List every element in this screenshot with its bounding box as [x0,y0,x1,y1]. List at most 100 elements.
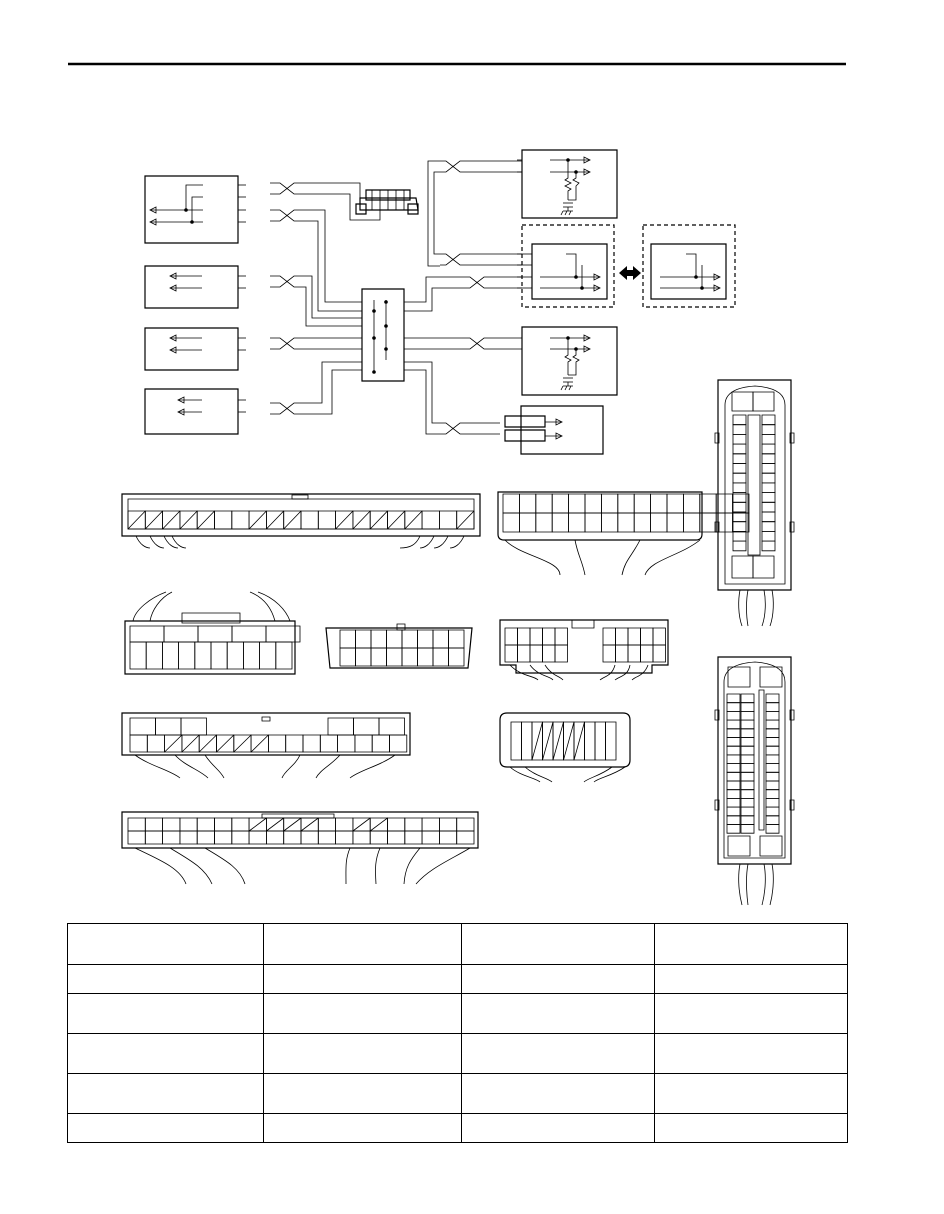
wire-lead [594,767,625,782]
connector-c2-pin [552,513,568,532]
connector-c7-pin [511,722,522,760]
pin-diagonal [249,511,266,529]
connector-c10-pin [766,807,779,816]
left-control-unit-1 [145,176,246,243]
right-control-unit-1 [517,150,617,218]
connector-c10-pin [766,738,779,747]
wire-lead [135,755,180,778]
connector-c3-pin [130,642,146,669]
wire-lead [170,848,212,884]
connector-c9-housing [718,380,791,590]
connector-c8-latch [262,814,334,818]
pin-diagonal [234,735,251,752]
connector-c2-pin [667,494,683,513]
connector-c9-pin [762,464,775,474]
pin-diagonal [353,511,370,529]
connector-c4-pin [356,648,372,666]
connector-c6-pin [355,735,372,752]
connector-c9-pin [762,483,775,493]
wire-lead [747,864,749,905]
connector-c4-pin [356,630,372,648]
table-cell [461,993,655,1034]
connector-c10-pin [741,703,754,712]
connector-c5-pin [616,645,629,662]
connector-c4-pin [449,648,465,666]
table-cell [67,964,264,994]
connector-c10-pin [766,755,779,764]
connector-c10-pin [741,694,754,703]
connector-c10-pin [766,694,779,703]
connector-c6-pin [390,735,407,752]
table-cell [263,1033,462,1074]
connector-c9-pin [733,522,746,532]
connector-c8-pin [266,831,283,844]
wire-lead [739,590,742,626]
connector-c2-pin [519,494,535,513]
wire-lead [530,665,553,680]
connector-c10-pin [727,755,740,764]
connector-c8-pin [215,818,232,831]
connector-c10-tab [790,800,794,810]
connector-c10-pin [741,711,754,720]
pin-diagonal [284,818,301,831]
connector-c8-pin [180,818,197,831]
connector-c10-pin [741,720,754,729]
connector-c10-pin [766,720,779,729]
table-row [67,1113,848,1143]
connector-c2-pin [651,513,667,532]
wire-lead [770,590,773,626]
connector-c4-pin [433,648,449,666]
connector-c6-pin [130,735,147,752]
wire-lead [346,848,350,884]
connector-c7-pin [595,722,606,760]
connector-c4-pin [340,648,356,666]
connector-c9-pin [733,531,746,541]
connector-c10-pin [741,772,754,781]
connector-c9-pin [733,434,746,444]
wire-lead [584,767,612,782]
connector-c10-pin [741,807,754,816]
table-row [67,1033,848,1074]
connector-c9-pin [733,541,746,551]
double-arrow-icon [619,266,641,280]
connector-c10-pin [727,711,740,720]
connector-faces [122,380,794,905]
wire-lead [150,536,164,548]
connector-c10-pin [766,729,779,738]
connector-c2-pin [503,494,519,513]
wire-lead [350,755,395,778]
connector-c10-pin [766,816,779,825]
connector-c10-pin [766,825,779,834]
connector-c2-pin [552,494,568,513]
connector-c8-pin [439,818,456,831]
connector-c6-pin [130,718,156,735]
connector-c8-pin [128,818,145,831]
connector-c10-face [724,662,785,858]
connector-c8-pin [318,831,335,844]
pin-diagonal [145,511,162,529]
connector-c5-pin [518,645,531,662]
connector-c9-pin [762,454,775,464]
connector-c10-pin [727,825,740,834]
connector-c10-pin [766,703,779,712]
table-cell [67,923,264,965]
connector-c8-pin [163,831,180,844]
pin-diagonal [336,511,353,529]
connector-c10-pin [727,764,740,773]
pin-diagonal [197,511,214,529]
connector-c8-pin [457,818,474,831]
connector-c3-pin [260,642,276,669]
connector-c10-pin [727,738,740,747]
connector-c10-pin [727,694,740,703]
wire-lead [175,755,208,778]
table-cell [67,993,264,1034]
table-cell [654,964,848,994]
wire-lead [575,540,585,575]
connector-c1-pin [457,511,474,529]
connector-c10-pin [741,738,754,747]
wire-lead [164,536,178,548]
connector-c9-tab [790,433,794,443]
table-cell [263,993,462,1034]
connector-c2-pin [601,494,617,513]
connector-c4-pin [371,630,387,648]
